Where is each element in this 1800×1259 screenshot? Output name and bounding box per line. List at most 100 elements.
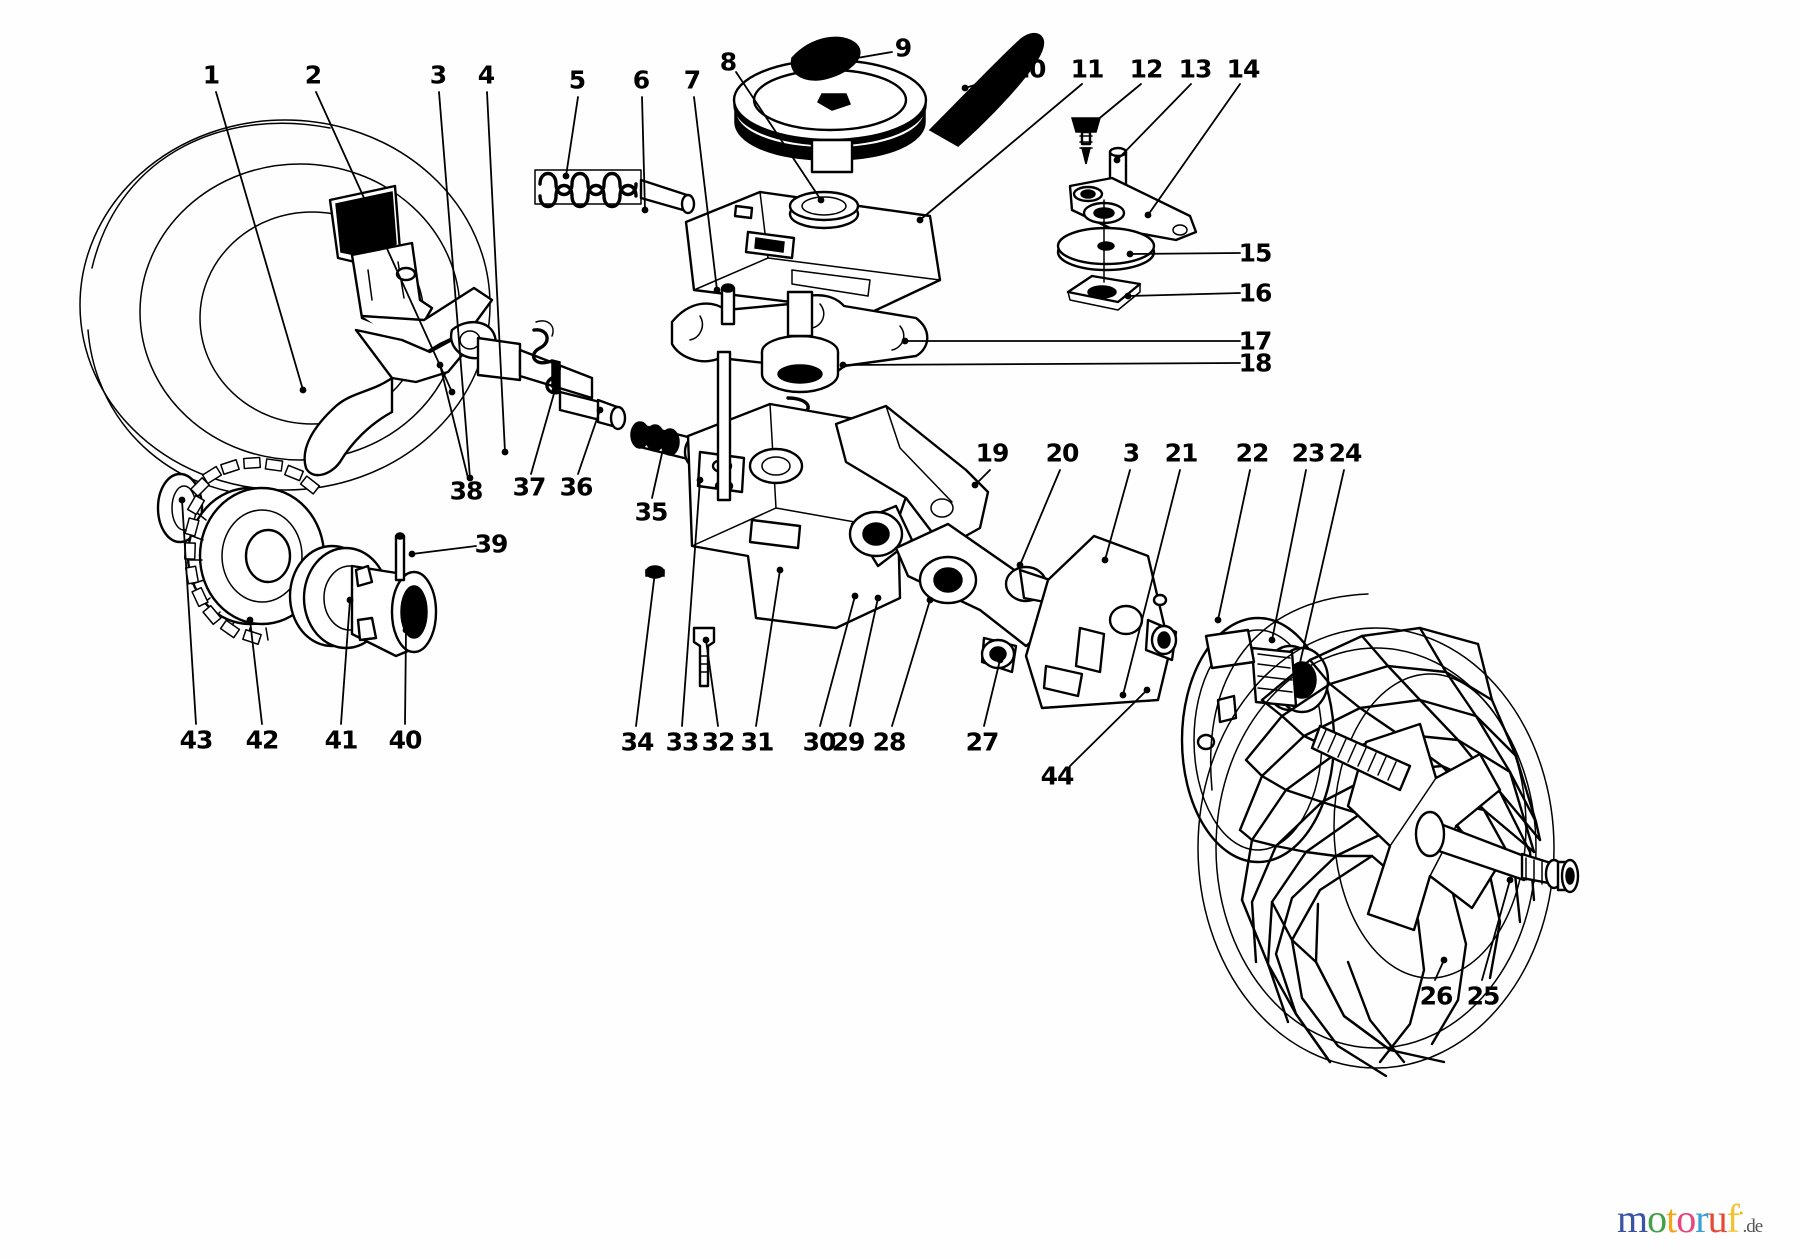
callout-5: 5 — [568, 65, 586, 95]
leader-line-23 — [1271, 469, 1307, 641]
leader-line-11 — [919, 83, 1083, 221]
watermark-suffix: .de — [1742, 1216, 1763, 1237]
leader-dot-19 — [971, 481, 979, 489]
leader-line-1 — [215, 91, 304, 391]
leader-line-34 — [635, 571, 656, 727]
callout-8: 8 — [719, 47, 737, 77]
leader-line-36 — [577, 409, 601, 475]
leader-dot-18 — [839, 361, 847, 369]
leader-dot-3b — [1101, 556, 1109, 564]
leader-line-43 — [181, 499, 197, 725]
callout-10: 10 — [1012, 54, 1047, 84]
pinion-teeth — [1310, 724, 1412, 792]
callout-1: 1 — [202, 60, 220, 90]
callout-27: 27 — [965, 727, 1000, 757]
mounting-bracket-plate — [1024, 534, 1178, 710]
leader-line-42 — [249, 619, 263, 725]
callout-21: 21 — [1164, 438, 1199, 468]
small-fasteners — [645, 565, 716, 688]
leader-line-26 — [1434, 959, 1445, 981]
watermark-letter: m — [1617, 1196, 1648, 1241]
axle-shaft — [1414, 810, 1580, 894]
callout-35: 35 — [634, 497, 669, 527]
leader-line-20 — [1019, 469, 1061, 566]
leader-line-22 — [1217, 469, 1251, 621]
leader-dot-37 — [551, 386, 559, 394]
leader-dot-15 — [1126, 250, 1134, 258]
leader-dot-26 — [1440, 956, 1448, 964]
leader-dot-36 — [596, 406, 604, 414]
leader-dot-24 — [1293, 672, 1301, 680]
leader-dot-32 — [702, 636, 710, 644]
watermark-letter: t — [1666, 1196, 1677, 1241]
leader-dot-20 — [1016, 561, 1024, 569]
callout-40: 40 — [388, 725, 423, 755]
leader-line-38 — [439, 364, 469, 479]
leader-line-35 — [651, 439, 666, 499]
leader-dot-16 — [1124, 292, 1132, 300]
leader-dot-28 — [926, 596, 934, 604]
callout-43: 43 — [179, 725, 214, 755]
watermark-motoruf: motoruf•.de — [1617, 1195, 1763, 1242]
spring-and-rod-group — [531, 169, 742, 476]
callout-7: 7 — [683, 65, 701, 95]
leader-dot-31 — [776, 566, 784, 574]
leader-line-16 — [1127, 292, 1241, 297]
leader-dot-22 — [1214, 616, 1222, 624]
leader-dot-12 — [1086, 122, 1094, 130]
leader-dot-21 — [1119, 691, 1127, 699]
leader-line-6 — [641, 96, 646, 211]
watermark-letter: o — [1647, 1196, 1667, 1241]
leader-line-41 — [340, 599, 351, 725]
leader-line-28 — [891, 599, 931, 727]
leader-line-40 — [404, 629, 407, 725]
leader-line-2 — [315, 91, 453, 393]
leader-dot-30 — [851, 592, 859, 600]
callout-24: 24 — [1328, 438, 1363, 468]
callout-12: 12 — [1129, 54, 1164, 84]
callout-23: 23 — [1291, 438, 1326, 468]
callout-6: 6 — [632, 65, 650, 95]
right-wheel-group — [1180, 593, 1580, 1078]
callout-14: 14 — [1226, 54, 1261, 84]
leader-line-3 — [438, 91, 471, 479]
leader-line-13 — [1116, 83, 1192, 161]
callout-9: 9 — [894, 33, 912, 63]
callout-13: 13 — [1178, 54, 1213, 84]
callout-3b: 3 — [1122, 438, 1140, 468]
leader-line-18 — [842, 362, 1241, 366]
leader-dot-11 — [916, 216, 924, 224]
shift-fork-lever — [303, 184, 497, 477]
leader-line-3b — [1104, 469, 1131, 561]
worm-sleeve — [760, 290, 840, 394]
leader-dot-34 — [651, 568, 659, 576]
callout-20: 20 — [1045, 438, 1080, 468]
callout-39: 39 — [474, 529, 509, 559]
watermark-letter: r — [1695, 1196, 1708, 1241]
leader-dot-40 — [402, 626, 410, 634]
leader-dot-13 — [1113, 156, 1121, 164]
leader-dot-23 — [1268, 636, 1276, 644]
callout-32: 32 — [701, 727, 736, 757]
leader-line-5 — [565, 96, 579, 177]
callout-3: 3 — [429, 60, 447, 90]
leader-dot-14 — [1144, 211, 1152, 219]
callout-17: 17 — [1238, 326, 1273, 356]
callout-22: 22 — [1235, 438, 1270, 468]
callout-18: 18 — [1238, 348, 1273, 378]
leader-line-10 — [964, 73, 1012, 89]
callout-31: 31 — [740, 727, 775, 757]
callout-11: 11 — [1070, 54, 1105, 84]
leader-line-25 — [1481, 879, 1511, 981]
leader-dot-42 — [246, 616, 254, 624]
callout-28: 28 — [872, 727, 907, 757]
leader-dot-38 — [436, 361, 444, 369]
leader-line-32 — [705, 639, 719, 727]
pulley-belt-group — [732, 32, 1045, 174]
callout-19: 19 — [975, 438, 1010, 468]
callout-37: 37 — [512, 472, 547, 502]
bracket-hardware-group — [1056, 117, 1198, 311]
leader-line-4 — [486, 91, 506, 453]
callout-34: 34 — [620, 727, 655, 757]
leader-line-12 — [1089, 83, 1142, 127]
